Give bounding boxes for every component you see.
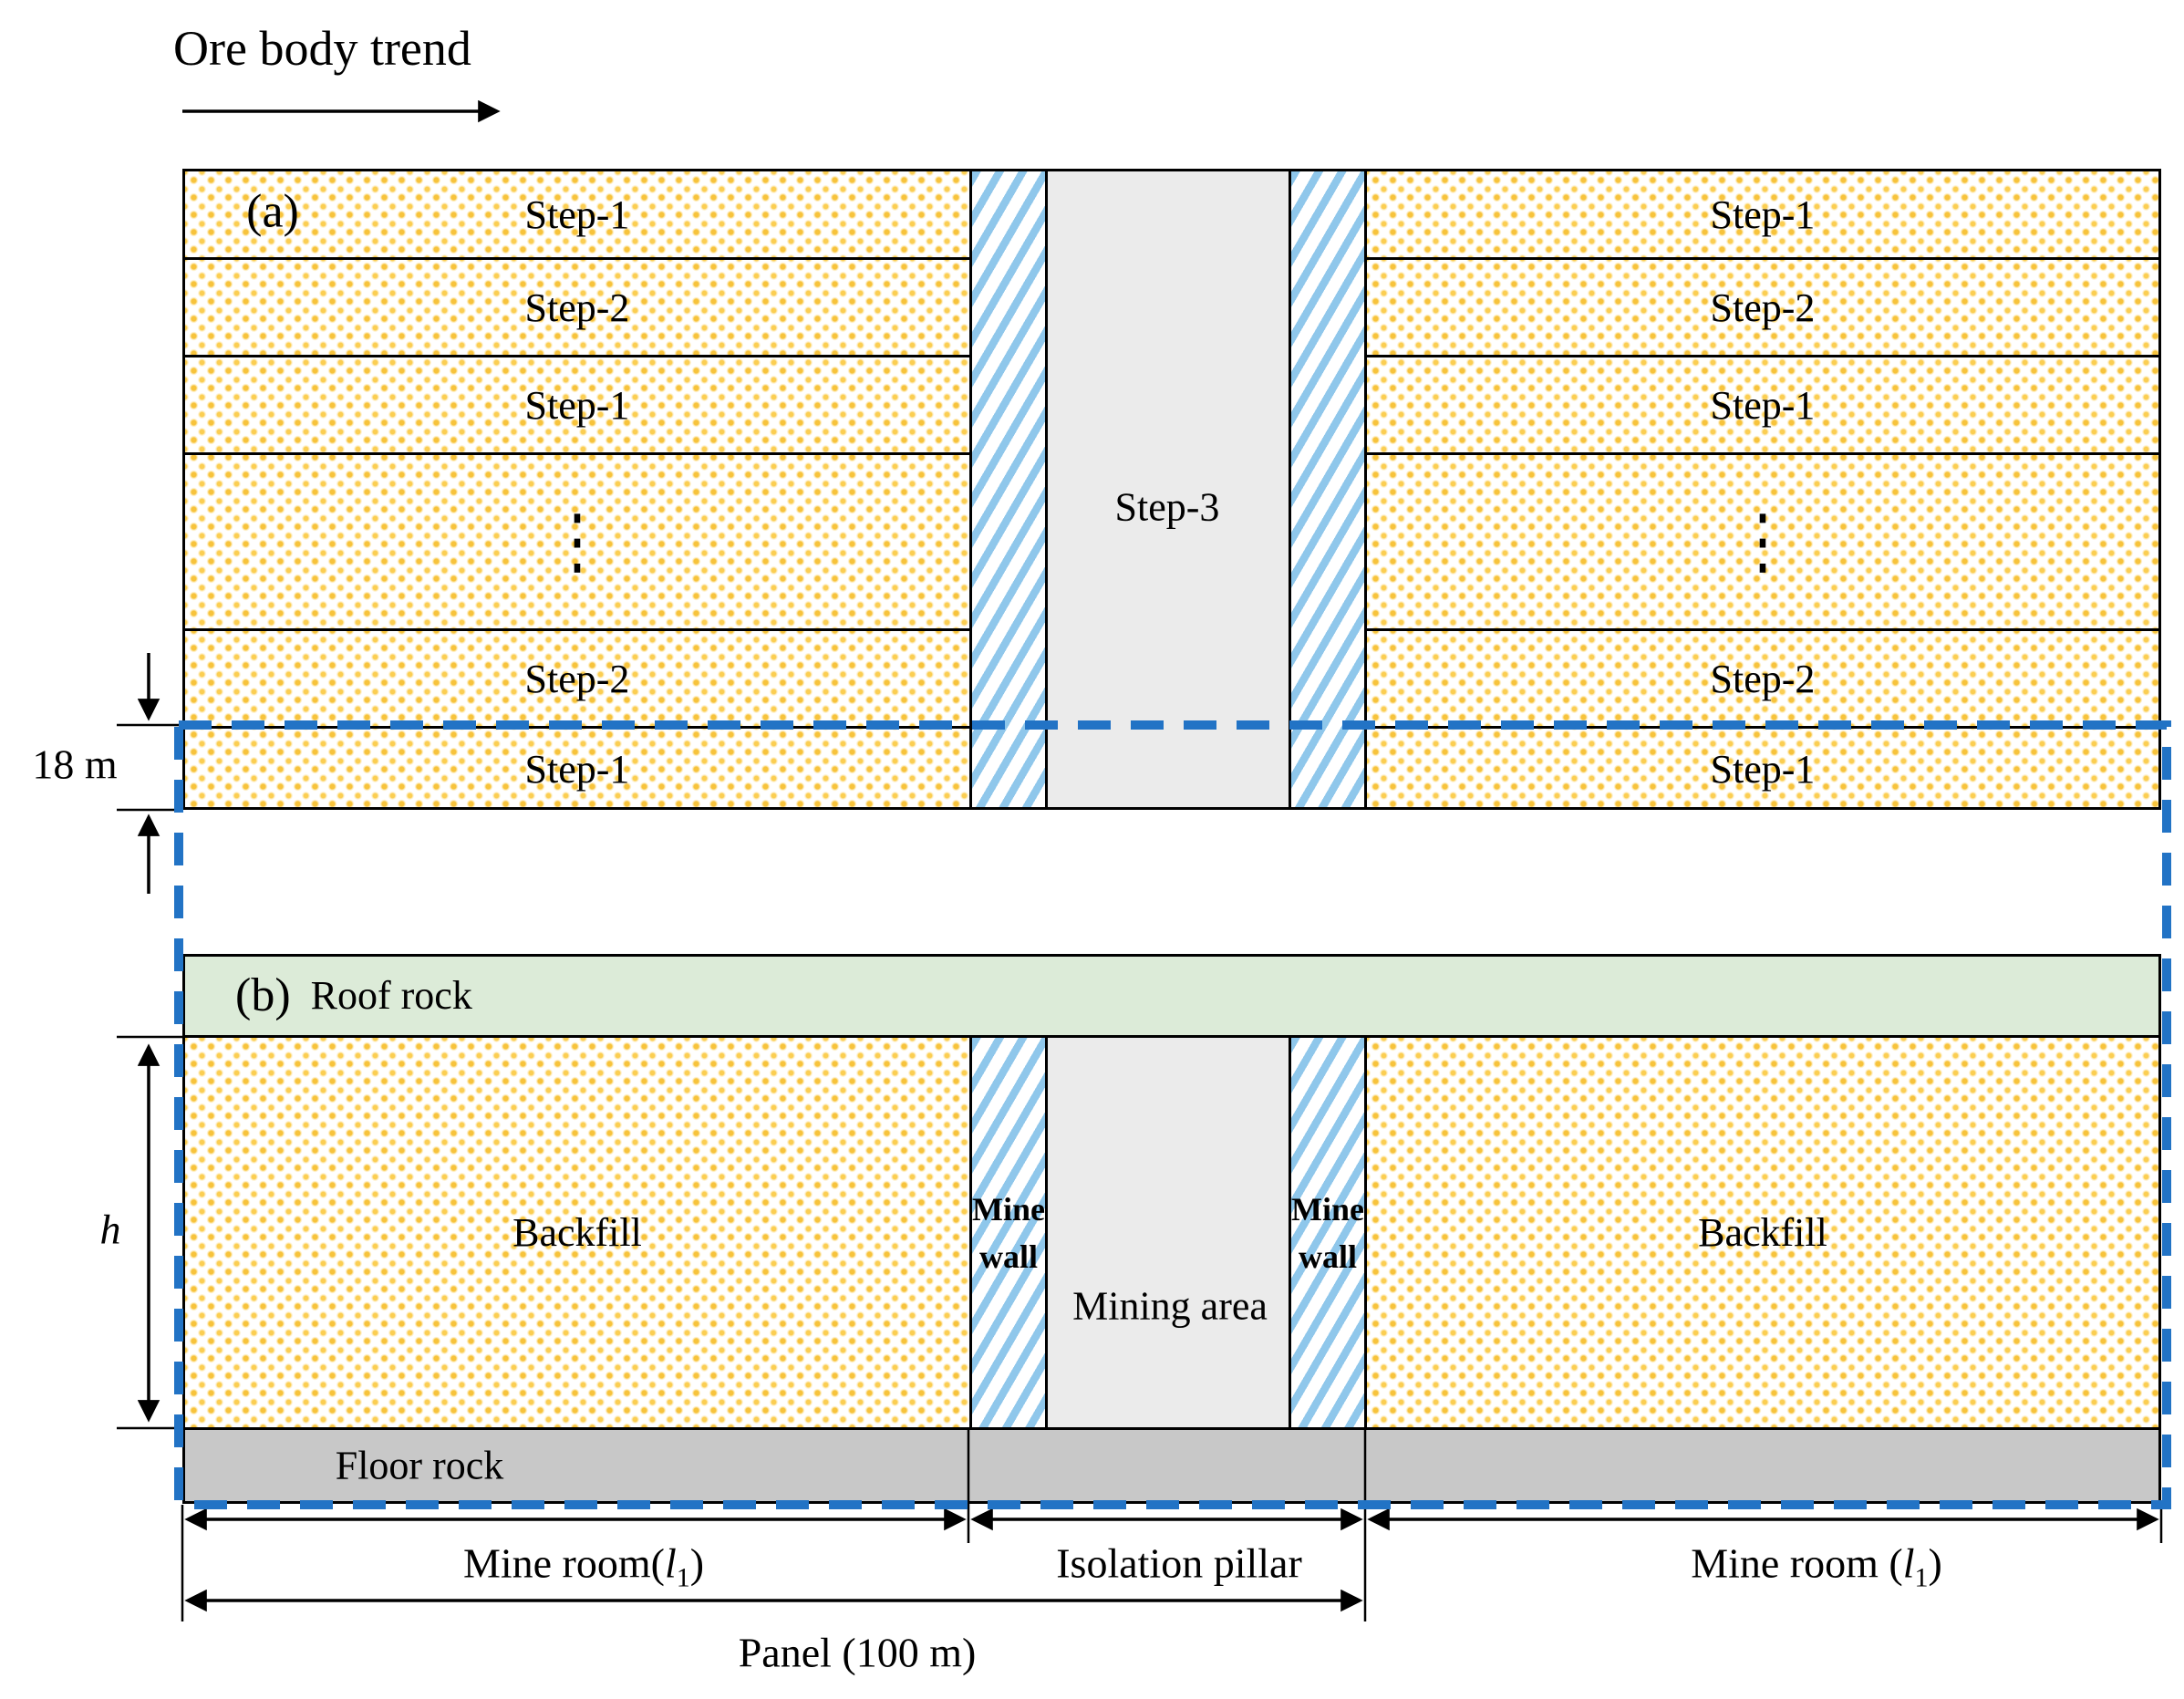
- floor-rock-label: Floor rock: [335, 1443, 504, 1488]
- strip-step-1: Step-1: [185, 171, 969, 260]
- roof-label-row: (b) Roof rock: [235, 969, 472, 1022]
- mine-room-left-label: Mine room(l1): [462, 1539, 705, 1592]
- strip-step-1: Step-1: [1367, 171, 2158, 260]
- strip-label: Step-1: [524, 746, 630, 792]
- label-prefix: Mine room(: [462, 1539, 665, 1587]
- mine-wall-label: Mine wall: [972, 1186, 1045, 1280]
- mine-wall-line1: Mine: [1291, 1190, 1364, 1228]
- panel-a-left-ore-column: Step-1 Step-2 Step-1 ⋮ Step-2 Step-1: [185, 171, 969, 807]
- panel-width-label: Panel (100 m): [738, 1629, 977, 1676]
- panel-a-mine-wall-right: [1289, 171, 1367, 807]
- backfill-label: Backfill: [512, 1210, 642, 1255]
- panel-b-mining-band: Backfill Mine wall Mine wall Backfill: [182, 1035, 2161, 1430]
- strip-ellipsis: ⋮: [185, 455, 969, 631]
- strip-step-1: Step-1: [1367, 357, 2158, 455]
- strip-label: Step-1: [1710, 192, 1816, 237]
- strip-label: Step-1: [1710, 382, 1816, 428]
- isolation-pillar-label: Isolation pillar: [1056, 1539, 1302, 1587]
- roof-rock-layer: [182, 954, 2161, 1038]
- strip-step-2: Step-2: [1367, 260, 2158, 357]
- strip-step-2: Step-2: [185, 260, 969, 357]
- label-variable: l: [664, 1539, 677, 1587]
- backfill-right-region: Backfill: [1367, 1038, 2158, 1427]
- mine-wall-left-region: Mine wall: [969, 1038, 1048, 1427]
- panel-a-step-3-pillar: [1048, 171, 1289, 807]
- panel-a-tag: (a): [246, 185, 299, 238]
- dim-h-label: h: [99, 1206, 121, 1253]
- strip-ellipsis: ⋮: [1367, 455, 2158, 631]
- panel-a-plan-view: Step-1 Step-2 Step-1 ⋮ Step-2 Step-1 Ste…: [182, 169, 2161, 810]
- mine-wall-line1: Mine: [972, 1190, 1045, 1228]
- step-3-label: Step-3: [1114, 484, 1220, 530]
- panel-a-right-ore-column: Step-1 Step-2 Step-1 ⋮ Step-2 Step-1: [1367, 171, 2158, 807]
- strip-label: Step-1: [1710, 746, 1816, 792]
- strip-label: Step-2: [524, 285, 630, 330]
- strip-step-1: Step-1: [185, 357, 969, 455]
- mine-room-right-label: Mine room (l1): [1691, 1539, 1942, 1592]
- vertical-ellipsis: ⋮: [1734, 499, 1792, 585]
- strip-label: Step-2: [1710, 285, 1816, 330]
- strip-label: Step-2: [1710, 656, 1816, 701]
- backfill-label: Backfill: [1698, 1210, 1827, 1255]
- mining-area-label: Mining area: [1072, 1283, 1268, 1329]
- mine-wall-label: Mine wall: [1291, 1186, 1364, 1280]
- strip-step-2: Step-2: [1367, 631, 2158, 729]
- label-suffix: ): [1928, 1539, 1942, 1587]
- mine-wall-line2: wall: [1298, 1238, 1357, 1275]
- label-variable: l: [1902, 1539, 1915, 1587]
- mine-wall-right-region: Mine wall: [1289, 1038, 1367, 1427]
- strip-step-1: Step-1: [1367, 729, 2158, 809]
- backfill-left-region: Backfill: [185, 1038, 969, 1427]
- label-subscript: 1: [676, 1562, 690, 1593]
- roof-rock-label: Roof rock: [310, 973, 472, 1018]
- ore-body-trend-label: Ore body trend: [173, 21, 471, 76]
- mine-wall-line2: wall: [978, 1238, 1038, 1275]
- strip-label: Step-2: [524, 656, 630, 701]
- strip-label: Step-1: [524, 192, 630, 237]
- label-suffix: ): [689, 1539, 705, 1587]
- dim-18m-label: 18 m: [32, 741, 118, 788]
- vertical-ellipsis: ⋮: [548, 499, 606, 585]
- strip-step-2: Step-2: [185, 631, 969, 729]
- panel-b-tag: (b): [235, 969, 291, 1021]
- mining-area-region: [1048, 1038, 1289, 1427]
- strip-label: Step-1: [524, 382, 630, 428]
- label-subscript: 1: [1914, 1562, 1929, 1593]
- panel-a-mine-wall-left: [969, 171, 1048, 807]
- label-prefix: Mine room (: [1691, 1539, 1903, 1587]
- strip-step-1: Step-1: [185, 729, 969, 809]
